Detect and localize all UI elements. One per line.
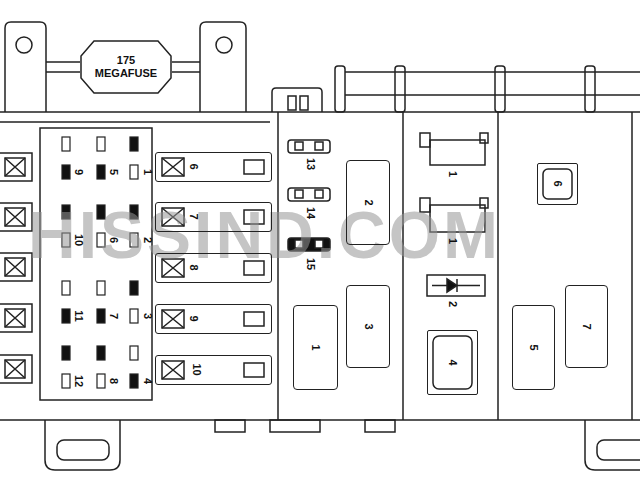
fuse-blade (97, 309, 105, 323)
relay: 5 (512, 305, 555, 390)
position-number: 6 (551, 181, 564, 187)
fuse-number: 11 (73, 310, 84, 322)
position-number: 7 (186, 214, 199, 220)
fuse-number: 9 (73, 169, 84, 175)
diode-number: 2 (447, 301, 458, 307)
fuse-number: 7 (108, 313, 119, 319)
fuse-rating: 175 MEGAFUSE (91, 54, 161, 80)
fuse-blade (130, 165, 138, 179)
fuse-number: 10 (73, 234, 84, 246)
fuse-number: 12 (73, 375, 84, 387)
fuse-number: 2 (142, 237, 153, 243)
position-number: 6 (186, 164, 199, 170)
fuse-number: 13 (305, 158, 316, 170)
fuse-number: 3 (142, 313, 153, 319)
relay: 4 (427, 330, 478, 395)
fuse-blade (130, 374, 138, 388)
fuse-number: 5 (108, 169, 119, 175)
fuse-number: 4 (142, 378, 153, 384)
fuse-number: 15 (305, 258, 316, 270)
position-number: 10 (190, 364, 203, 376)
watermark: HISSIND.COM (28, 202, 501, 268)
position-number: 4 (446, 359, 459, 365)
relay: 2 (346, 160, 390, 245)
relay: 6 (537, 163, 578, 205)
fuse-blade (62, 346, 70, 360)
fuse-blade (62, 309, 70, 323)
diode-number: 1 (447, 238, 458, 244)
fuse-blade (130, 137, 138, 151)
fuse-blade (97, 137, 105, 151)
position-number: 7 (580, 323, 593, 329)
position-number: 9 (186, 316, 199, 322)
position-number: 1 (309, 344, 322, 350)
fuse-blade (62, 281, 70, 295)
fuse-number: 1 (142, 169, 153, 175)
fuse-blade (62, 137, 70, 151)
fuse-blade (62, 374, 70, 388)
fuse-blade (62, 165, 70, 179)
relay: 3 (346, 285, 390, 368)
relay: 7 (565, 285, 608, 368)
maxi-fuse: 7 (155, 202, 272, 232)
fuse-blade (130, 309, 138, 323)
position-number: 3 (361, 323, 374, 329)
fuse-blade (130, 346, 138, 360)
fuse-blade (97, 346, 105, 360)
fuse-number: 6 (108, 237, 119, 243)
fuse-blade (97, 165, 105, 179)
relay: 1 (293, 305, 338, 390)
position-number: 8 (186, 265, 199, 271)
position-number: 5 (527, 344, 540, 350)
fuse-number: 8 (108, 378, 119, 384)
maxi-fuse: 8 (155, 253, 272, 283)
maxi-fuse: 10 (155, 355, 272, 385)
maxi-fuse: 9 (155, 304, 272, 334)
position-number: 2 (361, 199, 374, 205)
fuse-blade (97, 281, 105, 295)
fuse-blade (130, 281, 138, 295)
diode-number: 1 (447, 171, 458, 177)
fuse-blade (97, 374, 105, 388)
maxi-fuse: 6 (155, 152, 272, 182)
megafuse: 175 MEGAFUSE (80, 40, 172, 94)
fuse-number: 14 (305, 207, 316, 219)
